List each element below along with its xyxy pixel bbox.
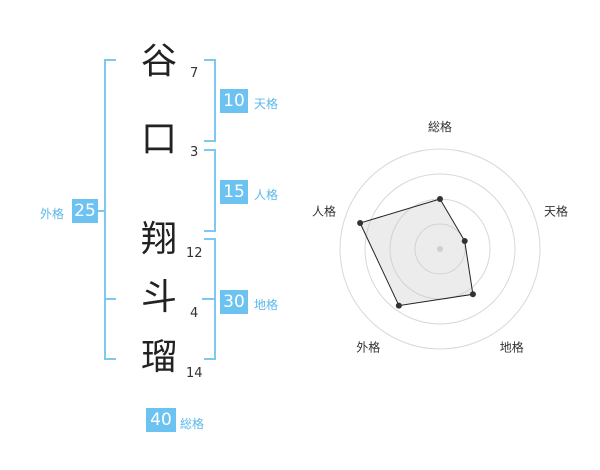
radar-axis-label: 天格 <box>544 203 568 218</box>
tenkaku-bracket <box>204 59 216 142</box>
radar-ring <box>339 148 541 350</box>
chikaku-value-badge: 30 <box>220 290 248 314</box>
radar-axis-label: 外格 <box>356 340 380 355</box>
radar-data-point <box>469 291 476 298</box>
radar-data-polygon <box>359 198 474 307</box>
name-char-2: 口 <box>140 119 177 160</box>
stroke-count-5: 14 <box>186 366 203 381</box>
gaikaku-bracket-connector <box>96 210 106 212</box>
name-char-3: 翔 <box>140 219 177 260</box>
chikaku-bracket <box>204 238 216 360</box>
gaikaku-bracket <box>104 59 116 360</box>
soukaku-value-badge: 40 <box>146 408 176 432</box>
tenkaku-value-badge: 10 <box>220 89 248 113</box>
radar-axis-label: 総格 <box>428 119 452 134</box>
radar-data-point <box>395 302 402 309</box>
stroke-count-4: 4 <box>190 306 199 321</box>
name-char-4: 斗 <box>140 277 177 318</box>
jinkaku-label: 人格 <box>254 188 279 202</box>
name-char-5: 瑠 <box>140 337 177 378</box>
gaikaku-bracket-tick <box>106 298 116 300</box>
chikaku-label: 地格 <box>254 298 279 312</box>
radar-ring <box>414 223 466 275</box>
radar-axis-label: 地格 <box>500 340 524 355</box>
radar-center-dot <box>437 246 443 252</box>
stroke-count-2: 3 <box>190 145 199 160</box>
chikaku-bracket-tick <box>202 298 214 300</box>
radar-ring <box>364 173 516 325</box>
jinkaku-bracket <box>204 149 216 232</box>
radar-data-point <box>437 196 443 202</box>
name-char-1: 谷 <box>140 41 177 82</box>
stroke-count-1: 7 <box>190 66 199 81</box>
radar-data-point <box>461 237 468 244</box>
gaikaku-label: 外格 <box>40 207 65 221</box>
radar-axis-label: 人格 <box>312 203 336 218</box>
jinkaku-value-badge: 15 <box>220 180 248 204</box>
gaikaku-value-badge: 25 <box>72 199 98 223</box>
soukaku-label: 総格 <box>180 417 205 431</box>
radar-data-point <box>357 220 364 227</box>
stroke-count-3: 12 <box>186 246 203 261</box>
tenkaku-label: 天格 <box>254 97 279 111</box>
